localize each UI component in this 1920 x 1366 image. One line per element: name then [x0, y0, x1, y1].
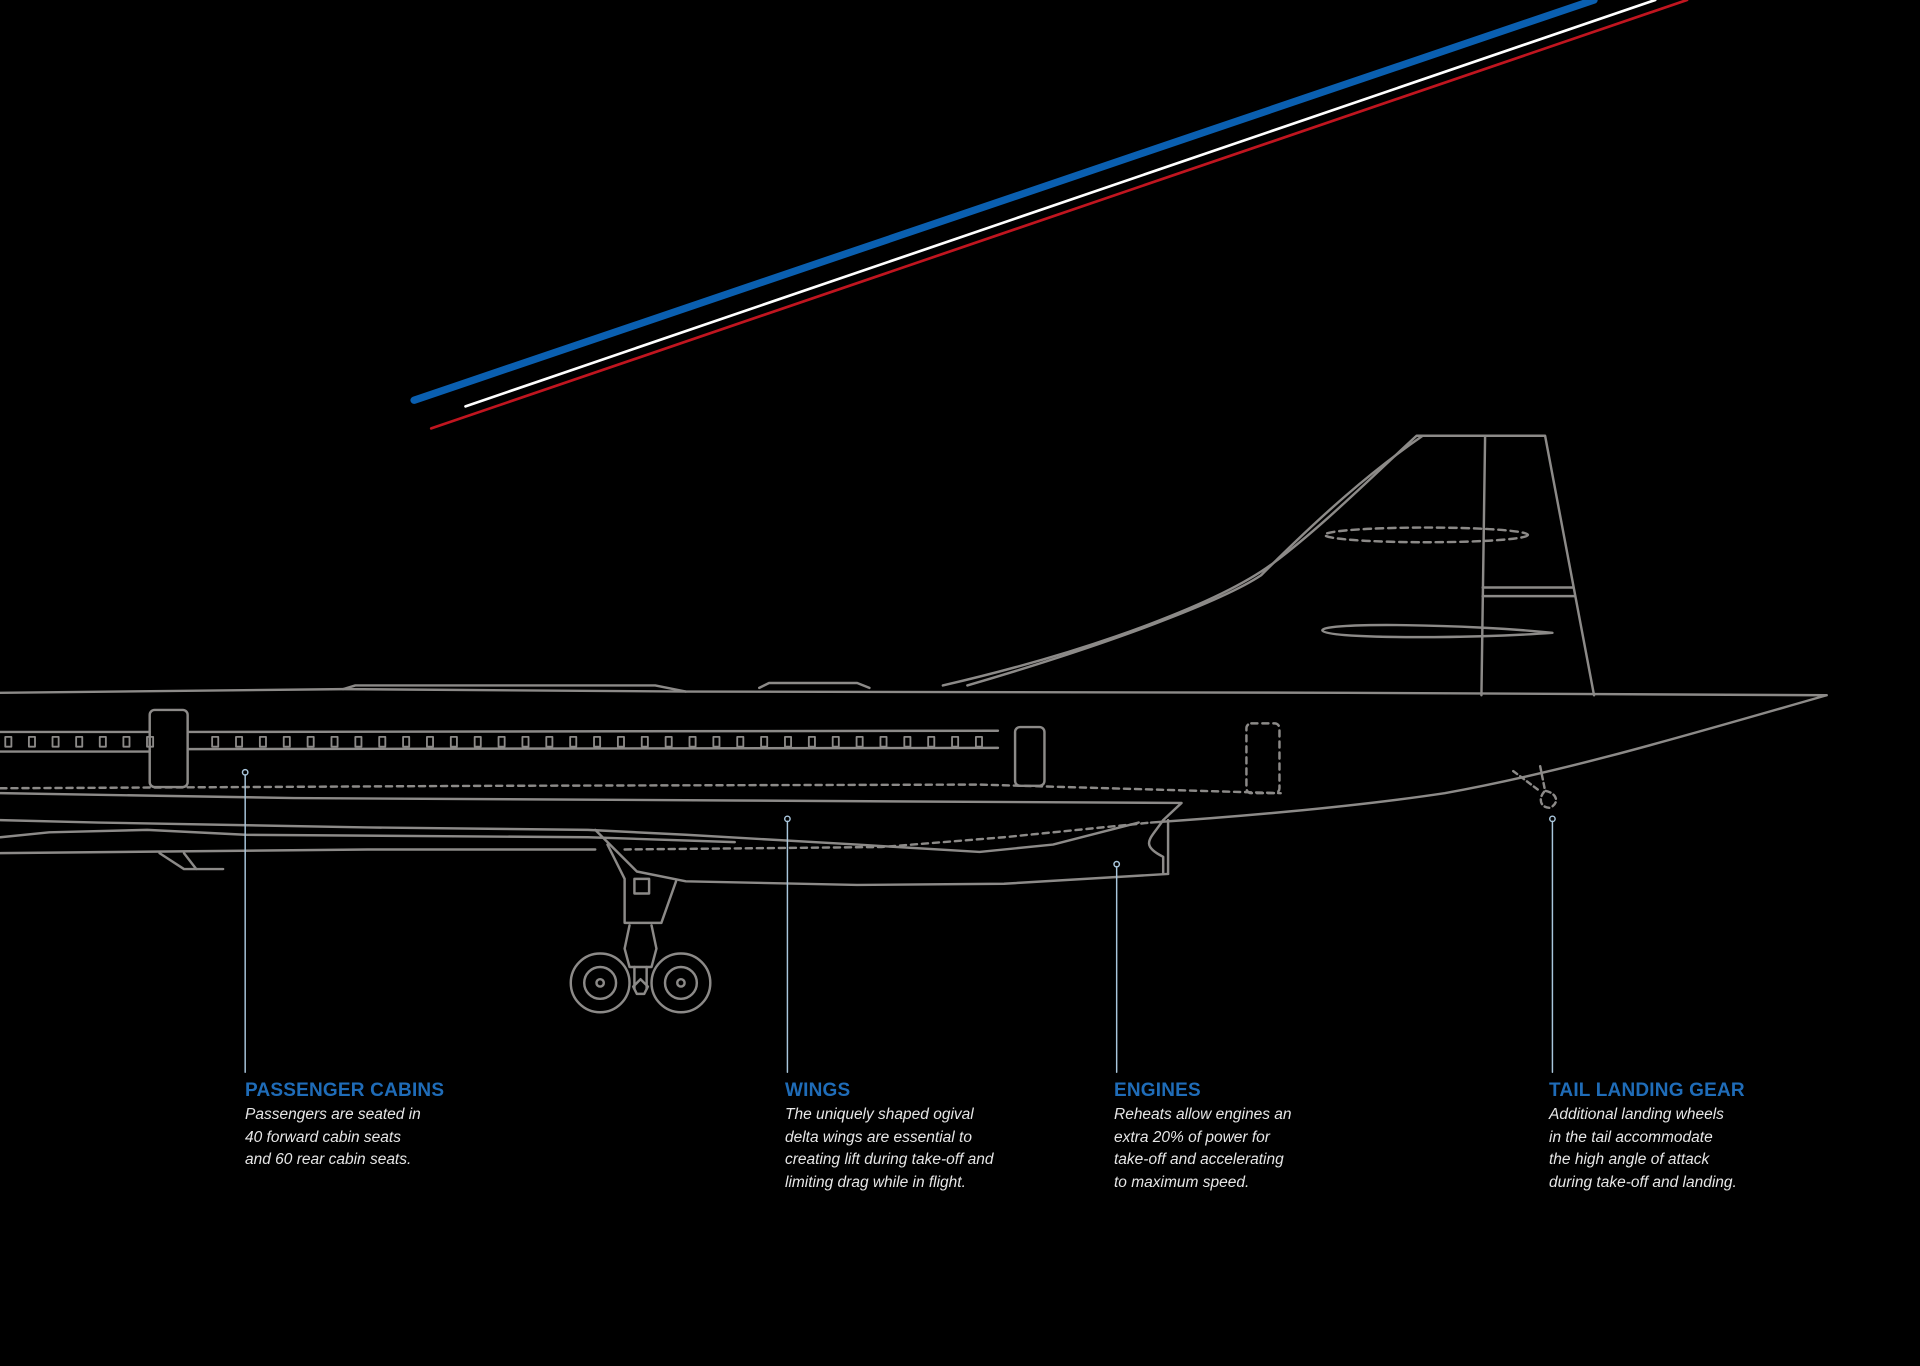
callout-engines: ENGINES Reheats allow engines an extra 2…	[1114, 1080, 1292, 1194]
callout-text: Additional landing wheels in the tail ac…	[1549, 1104, 1745, 1194]
cabin-window	[449, 735, 458, 748]
callout-title: WINGS	[785, 1080, 851, 1101]
cabin-window	[760, 735, 769, 748]
cabin-windows	[4, 735, 983, 748]
callout-title: PASSENGER CABINS	[245, 1080, 445, 1101]
cabin-window	[378, 735, 387, 748]
callout-line: delta wings are essential to	[785, 1128, 972, 1146]
cabin-window	[473, 735, 482, 748]
main-landing-gear	[569, 843, 712, 1014]
cabin-window	[402, 735, 411, 748]
cabin-window	[545, 735, 554, 748]
leader-lines	[241, 768, 1556, 1073]
cabin-window	[122, 735, 131, 748]
cabin-window	[640, 735, 649, 748]
cabin-window	[497, 735, 506, 748]
cabin-window	[235, 735, 244, 748]
callout-text: Passengers are seated in 40 forward cabi…	[245, 1104, 444, 1172]
cabin-window	[98, 735, 107, 748]
callout-line: during take-off and landing.	[1549, 1173, 1737, 1191]
stripe-red	[429, 0, 1689, 430]
tail-fin	[941, 434, 1596, 697]
fin-dashed-ellipse	[1323, 526, 1530, 544]
callout-line: in the tail accommodate	[1549, 1128, 1713, 1146]
callout-tail-landing-gear: TAIL LANDING GEAR Additional landing whe…	[1549, 1080, 1745, 1194]
cabin-window	[903, 735, 912, 748]
cabin-window	[4, 735, 13, 748]
callout-line: to maximum speed.	[1114, 1173, 1250, 1191]
fin-ellipse	[1321, 623, 1554, 639]
cabin-window	[593, 735, 602, 748]
cabin-window	[211, 735, 220, 748]
callout-passenger-cabins: PASSENGER CABINS Passengers are seated i…	[245, 1080, 444, 1172]
tail-gear-dashed	[1512, 765, 1558, 810]
cabin-window	[831, 735, 840, 748]
cabin-window	[426, 735, 434, 748]
rear-door	[1013, 725, 1046, 788]
callout-line: Passengers are seated in	[245, 1106, 421, 1123]
callout-title: TAIL LANDING GEAR	[1549, 1080, 1745, 1101]
forward-door	[148, 708, 189, 789]
cabin-window	[974, 735, 983, 748]
cabin-window	[27, 735, 36, 748]
callout-line: extra 20% of power for	[1114, 1128, 1270, 1146]
cabin-window	[282, 735, 291, 748]
cabin-window	[258, 735, 267, 748]
callout-line: Reheats allow engines an	[1114, 1106, 1292, 1123]
cabin-window	[807, 735, 816, 748]
cabin-window	[688, 735, 697, 748]
stripe-white	[464, 0, 1657, 408]
cabin-window	[879, 735, 888, 748]
cabin-window	[855, 735, 864, 748]
cabin-window	[75, 735, 84, 748]
callout-wings: WINGS The uniquely shaped ogival delta w…	[785, 1080, 994, 1194]
cabin-window	[927, 735, 936, 748]
cabin-window	[736, 735, 745, 748]
cabin-window	[616, 735, 625, 748]
cabin-window	[521, 735, 530, 748]
callout-text: The uniquely shaped ogival delta wings a…	[785, 1104, 994, 1194]
callout-line: The uniquely shaped ogival	[785, 1106, 974, 1123]
cabin-window	[330, 735, 339, 748]
cargo-door	[1245, 722, 1281, 795]
callout-line: Additional landing wheels	[1549, 1106, 1724, 1123]
callout-line: 40 forward cabin seats	[245, 1128, 401, 1146]
callout-line: creating lift during take-off and	[785, 1151, 994, 1169]
callout-line: the high angle of attack	[1549, 1151, 1710, 1169]
callout-line: and 60 rear cabin seats.	[245, 1151, 412, 1169]
callout-line: limiting drag while in flight.	[785, 1173, 966, 1191]
cabin-window	[146, 735, 155, 748]
cabin-window	[354, 735, 363, 748]
callout-title: ENGINES	[1114, 1080, 1201, 1101]
callout-line: take-off and accelerating	[1114, 1151, 1284, 1169]
cabin-window	[664, 735, 673, 748]
cabin-window	[306, 735, 315, 748]
stripe-blue	[410, 0, 1598, 404]
tricolor-stripes	[410, 0, 1689, 430]
cabin-window	[784, 735, 793, 748]
cabin-window	[951, 735, 960, 748]
cabin-window	[712, 735, 721, 748]
cabin-window	[51, 735, 60, 748]
callout-text: Reheats allow engines an extra 20% of po…	[1114, 1104, 1292, 1194]
cabin-window	[569, 735, 578, 748]
